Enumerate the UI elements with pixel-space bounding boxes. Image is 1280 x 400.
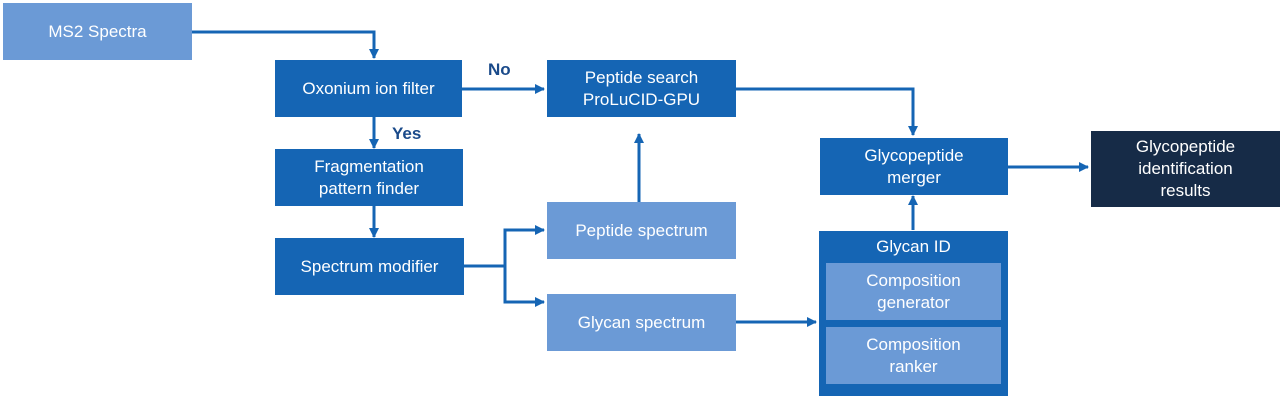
edge-split-to-peptide-spectrum [503, 225, 545, 266]
node-glycopeptide-merger: Glycopeptide merger [820, 138, 1008, 195]
node-fragmentation-finder: Fragmentation pattern finder [275, 149, 463, 206]
node-glycan-spectrum: Glycan spectrum [547, 294, 736, 351]
node-glycan-spectrum-label: Glycan spectrum [577, 312, 706, 332]
node-peptide-search: Peptide search ProLuCID-GPU [547, 60, 736, 117]
node-composition-generator-line-2: generator [877, 292, 950, 312]
node-peptide-spectrum-label: Peptide spectrum [575, 220, 708, 240]
edge-label-yes: Yes [392, 124, 422, 143]
node-results: Glycopeptide identification results [1091, 131, 1280, 207]
node-ms2-spectra-label: MS2 Spectra [48, 21, 147, 41]
node-fragmentation-finder-line-2: pattern finder [318, 178, 420, 198]
node-glycan-id-title: Glycan ID [876, 237, 951, 256]
edge-peptide-search-to-merger [736, 87, 918, 136]
edge-split-to-glycan-spectrum [503, 266, 545, 307]
node-results-line-3: results [1160, 181, 1211, 200]
node-spectrum-modifier: Spectrum modifier [275, 238, 464, 295]
node-results-line-2: identification [1138, 159, 1233, 178]
node-fragmentation-finder-line-1: Fragmentation [314, 156, 424, 176]
node-spectrum-modifier-label: Spectrum modifier [300, 256, 439, 276]
node-composition-ranker-line-2: ranker [889, 356, 938, 376]
edge-ms2-to-oxonium [192, 30, 379, 59]
node-glycopeptide-merger-line-2: merger [887, 167, 941, 187]
node-oxonium-filter: Oxonium ion filter [275, 60, 462, 117]
node-ms2-spectra: MS2 Spectra [3, 3, 192, 60]
node-peptide-search-line-1: Peptide search [584, 67, 699, 87]
node-peptide-spectrum: Peptide spectrum [547, 202, 736, 259]
node-peptide-search-line-2: ProLuCID-GPU [582, 89, 701, 109]
node-results-line-1: Glycopeptide [1135, 137, 1236, 156]
node-composition-generator: Composition generator [826, 263, 1001, 320]
node-composition-ranker: Composition ranker [826, 327, 1001, 384]
edge-label-no: No [488, 60, 511, 79]
node-glycopeptide-merger-line-1: Glycopeptide [864, 145, 964, 165]
node-oxonium-filter-label: Oxonium ion filter [302, 78, 435, 98]
node-composition-ranker-line-1: Composition [866, 334, 961, 354]
node-composition-generator-line-1: Composition [866, 270, 961, 290]
